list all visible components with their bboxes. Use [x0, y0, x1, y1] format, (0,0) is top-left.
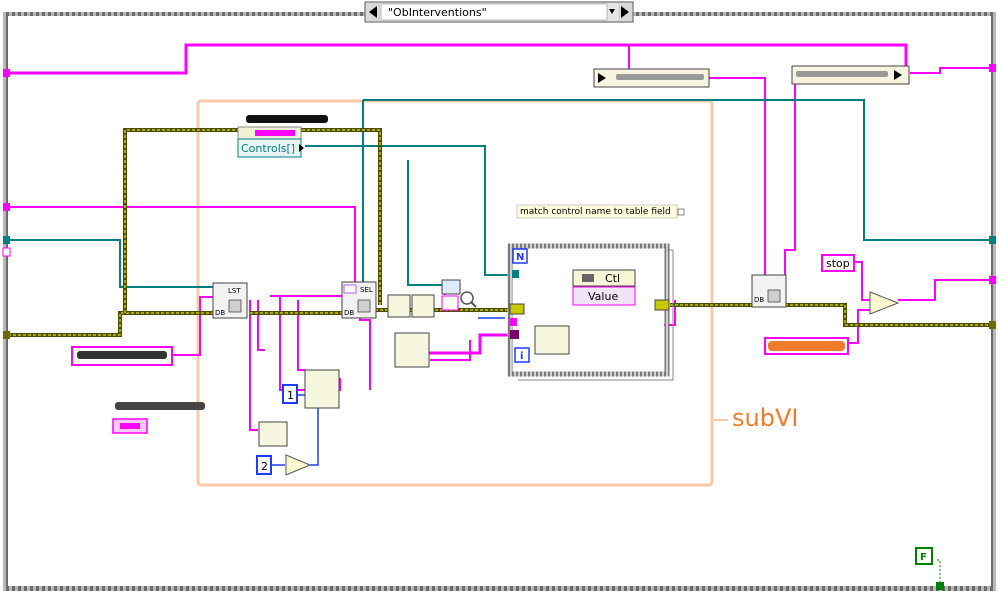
db-select-node[interactable]: SEL DB [341, 281, 377, 319]
stop-label: stop [826, 257, 850, 270]
db-close-node[interactable]: DB [751, 274, 787, 308]
case-selector-value: "ObInterventions" [388, 6, 487, 19]
compare-node[interactable] [869, 291, 900, 315]
database-icon [357, 299, 371, 313]
subtract-node[interactable] [285, 454, 312, 476]
case-structure-frame [3, 12, 996, 591]
search-icon [460, 291, 474, 305]
db-list-node[interactable]: LST DB [212, 282, 248, 319]
false-constant[interactable]: F [915, 547, 944, 590]
database-icon [228, 299, 242, 313]
key-icon [582, 274, 594, 282]
false-constant-label: F [920, 552, 927, 563]
db-list-label: LST [228, 287, 241, 295]
arrow-right-icon [598, 73, 606, 83]
numeric-constant-two[interactable]: 2 [256, 455, 272, 475]
case-selector[interactable]: "ObInterventions" [364, 1, 634, 23]
db-select-label: SEL [360, 286, 373, 294]
left-label-constant[interactable] [112, 402, 205, 434]
db-list-db-label: DB [215, 309, 225, 317]
comment-text: match control name to table field [520, 207, 671, 217]
ctl-property-node[interactable]: Ctl Value [572, 269, 636, 306]
increment-arrow-icon[interactable] [621, 6, 629, 18]
top-output-node[interactable] [791, 65, 910, 85]
controls-property-node[interactable]: Controls[] [237, 126, 304, 158]
db-wires [8, 128, 992, 337]
db-close-label: DB [754, 296, 764, 304]
db-select-db-label: DB [344, 309, 354, 317]
ctl-value-property: Value [588, 290, 618, 303]
stop-local-variable[interactable]: stop [821, 254, 855, 272]
numeric-constant-one[interactable]: 1 [282, 384, 298, 404]
database-icon [767, 289, 781, 303]
array-function-nodes[interactable] [258, 279, 477, 447]
loop-count-terminal: N [516, 252, 524, 263]
arrow-right-icon [894, 70, 902, 80]
subvi-label: subVI [732, 404, 798, 432]
decrement-arrow-icon[interactable] [369, 6, 377, 18]
controls-label: Controls[] [241, 142, 295, 155]
comment-box: match control name to table field [516, 204, 685, 219]
redacted-label [246, 115, 328, 123]
constant-one-value: 1 [287, 389, 294, 402]
left-string-constant[interactable] [71, 346, 173, 366]
dropdown-arrow-icon[interactable] [609, 9, 615, 14]
string-wires [8, 43, 992, 431]
eye-icon [343, 284, 357, 294]
loop-iteration-terminal: i [520, 351, 523, 362]
ctl-class-label: Ctl [605, 272, 620, 285]
top-input-node[interactable] [593, 68, 710, 88]
for-loop[interactable]: N i [507, 243, 674, 381]
arrow-right-icon [299, 144, 304, 152]
constant-two-value: 2 [261, 460, 268, 473]
boolean-wire [937, 559, 941, 585]
redacted-indicator [764, 337, 849, 355]
left-tunnels [2, 64, 996, 339]
